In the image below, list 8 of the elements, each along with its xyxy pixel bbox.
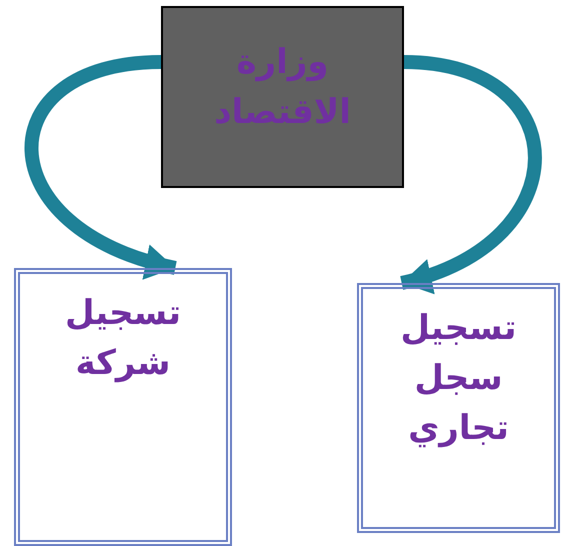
curved-arrow [24,55,178,278]
ministry-box [161,6,404,188]
curved-arrow [400,55,542,292]
box-label: تسجيل شركة [64,292,182,385]
registration-box [357,283,560,533]
box-label: وزارة الاقتصاد [213,41,352,134]
box-label: تسجيل سجل تجاري [399,307,518,450]
registration-box [14,268,232,546]
